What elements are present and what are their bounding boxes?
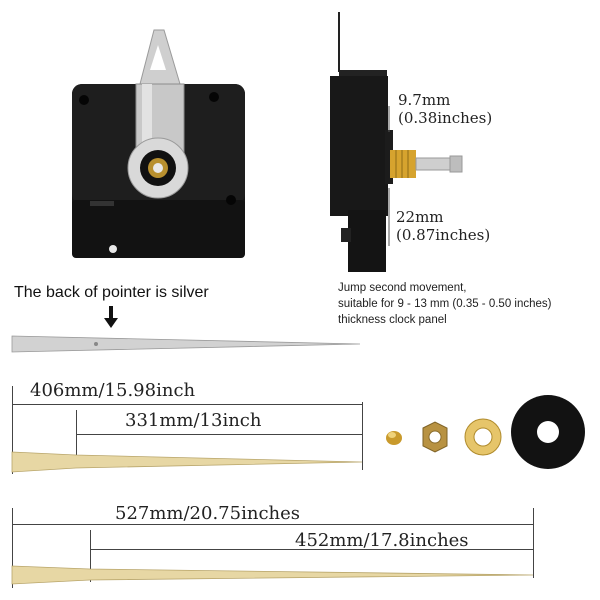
set2-total-length: 527mm/20.75inches <box>115 503 301 524</box>
brass-cap-nut <box>386 431 402 445</box>
description-line-2: suitable for 9 - 13 mm (0.35 - 0.50 inch… <box>338 298 552 310</box>
movement-description: Jump second movement, suitable for 9 - 1… <box>338 280 552 328</box>
down-arrow-icon <box>104 306 118 328</box>
body-dim-mm: 22mm <box>396 208 444 226</box>
side-body <box>330 76 388 216</box>
hex-nut <box>422 421 448 453</box>
shaft-dim-inches: (0.38inches) <box>398 109 493 127</box>
rubber-gasket <box>511 395 585 469</box>
silver-hand-caption: The back of pointer is silver <box>14 284 209 301</box>
brass-shaft <box>390 150 416 178</box>
description-line-3: thickness clock panel <box>338 314 447 326</box>
shaft-dim-mm: 9.7mm <box>398 91 451 109</box>
body-dim-inches: (0.87inches) <box>396 226 491 244</box>
brass-washer <box>464 418 502 456</box>
set1-inner-length: 331mm/13inch <box>125 410 262 431</box>
set2-inner-length: 452mm/17.8inches <box>295 530 469 551</box>
set1-total-length: 406mm/15.98inch <box>30 380 196 401</box>
description-line-1: Jump second movement, <box>338 282 467 294</box>
